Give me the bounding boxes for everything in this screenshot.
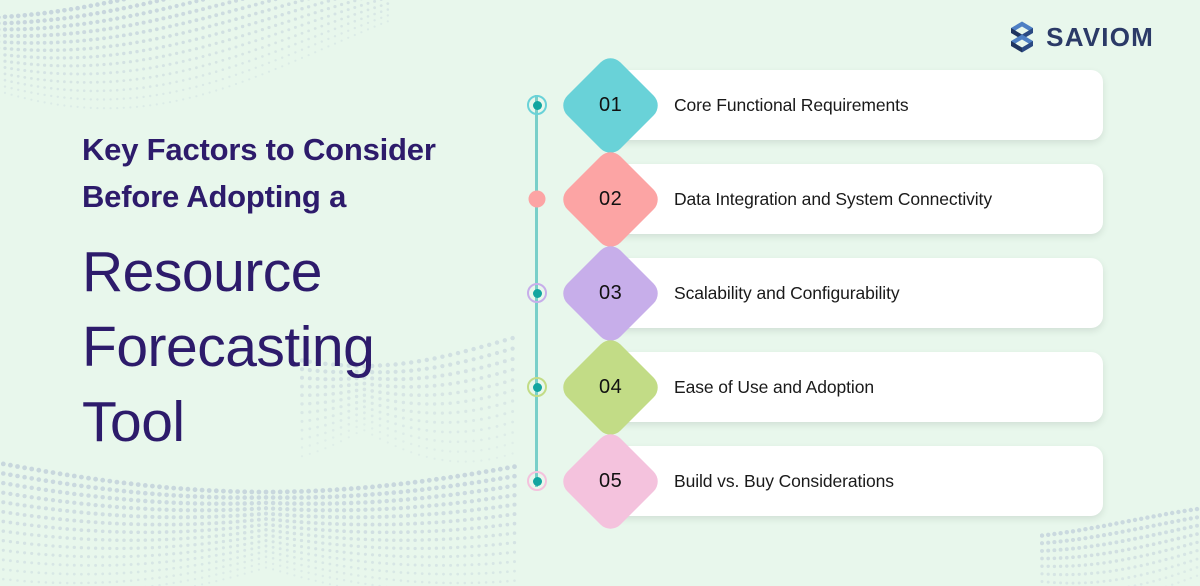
timeline-marker-core xyxy=(532,100,542,110)
factor-row[interactable]: Build vs. Buy Considerations 05 xyxy=(557,428,1103,535)
headline-block: Key Factors to Consider Before Adopting … xyxy=(82,126,502,461)
factor-card[interactable]: Ease of Use and Adoption xyxy=(610,352,1103,422)
headline-line-2: Before Adopting a xyxy=(82,179,347,215)
timeline-marker xyxy=(527,471,547,491)
timeline-marker-core xyxy=(532,476,542,486)
factor-number-diamond: 03 xyxy=(557,240,664,347)
brand-name: SAVIOM xyxy=(1046,21,1154,52)
headline-subtitle: Key Factors to Consider Before Adopting … xyxy=(82,126,502,221)
factor-card[interactable]: Build vs. Buy Considerations xyxy=(610,446,1103,516)
factor-number-diamond: 02 xyxy=(557,146,664,253)
timeline-marker-core xyxy=(532,288,542,298)
factor-row[interactable]: Data Integration and System Connectivity… xyxy=(557,146,1103,253)
factor-number: 04 xyxy=(598,376,623,398)
headline-big-line-1: Resource xyxy=(82,239,322,304)
factor-number: 03 xyxy=(598,282,623,304)
factor-number-diamond: 05 xyxy=(557,428,664,535)
headline-line-1: Key Factors to Consider xyxy=(82,132,436,167)
factor-label: Core Functional Requirements xyxy=(674,94,909,115)
factor-number: 01 xyxy=(598,94,623,116)
factor-row[interactable]: Ease of Use and Adoption 04 xyxy=(557,334,1103,441)
timeline-marker xyxy=(528,190,546,208)
factor-card[interactable]: Scalability and Configurability xyxy=(610,258,1103,328)
headline-title: Resource Forecasting Tool xyxy=(82,235,502,461)
factor-label: Build vs. Buy Considerations xyxy=(674,470,894,491)
headline-big-line-2: Forecasting xyxy=(82,315,375,380)
timeline-marker-core xyxy=(532,382,542,392)
factor-number-diamond: 01 xyxy=(557,52,664,159)
timeline-marker xyxy=(527,95,547,115)
factor-row[interactable]: Scalability and Configurability 03 xyxy=(557,240,1103,347)
factor-label: Data Integration and System Connectivity xyxy=(674,188,992,209)
factor-card[interactable]: Core Functional Requirements xyxy=(610,70,1103,140)
timeline-marker xyxy=(527,377,547,397)
factor-number: 02 xyxy=(598,188,623,210)
factor-row[interactable]: Core Functional Requirements 01 xyxy=(557,52,1103,159)
factor-card[interactable]: Data Integration and System Connectivity xyxy=(610,164,1103,234)
factor-number-diamond: 04 xyxy=(557,334,664,441)
brand-logo: SAVIOM xyxy=(1007,20,1154,54)
factor-label: Ease of Use and Adoption xyxy=(674,376,874,397)
decorative-dot-wave-top-left xyxy=(0,0,390,116)
timeline-marker xyxy=(527,283,547,303)
timeline-track xyxy=(527,95,547,491)
headline-big-line-3: Tool xyxy=(82,390,185,455)
timeline-marker-core xyxy=(528,190,546,208)
factor-number: 05 xyxy=(598,470,623,492)
factor-label: Scalability and Configurability xyxy=(674,282,900,303)
saviom-s-logo-icon xyxy=(1011,21,1034,53)
